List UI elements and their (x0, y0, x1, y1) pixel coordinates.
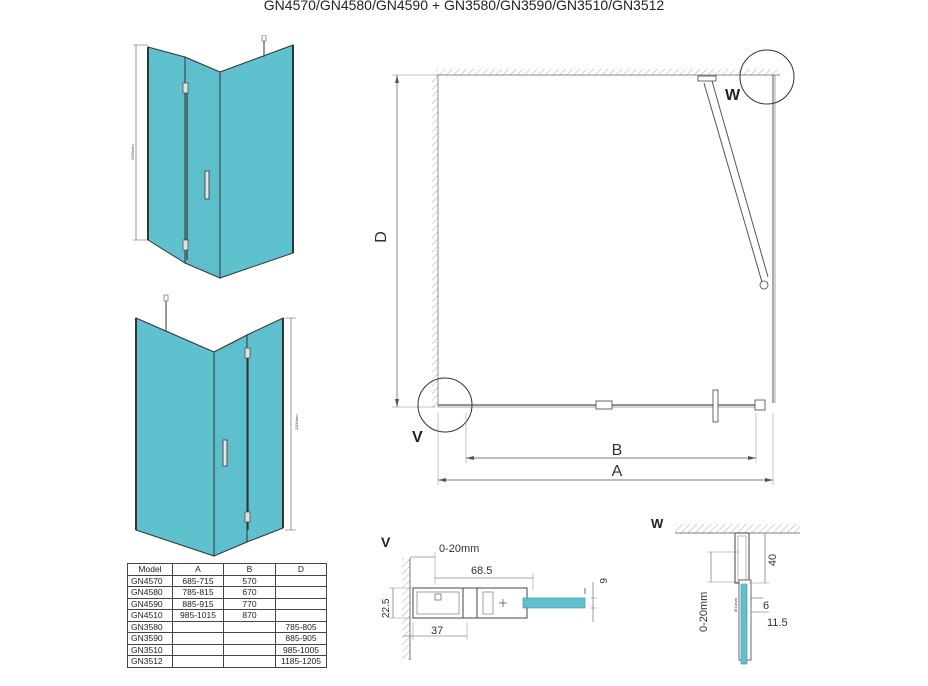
table-cell (275, 609, 327, 622)
table-header: A (172, 563, 224, 576)
table-cell (223, 620, 276, 633)
plan-label-b: B (612, 442, 623, 459)
detail-v-37: 37 (431, 625, 443, 637)
detail-w-6: 6 (763, 600, 769, 612)
detail-v-225: 22.5 (381, 598, 392, 618)
table-cell (172, 655, 224, 668)
table-cell: 1185-1205 (275, 655, 327, 668)
table-cell: 785-805 (275, 620, 327, 633)
table-cell (275, 586, 327, 599)
table-header: B (223, 563, 276, 576)
table-cell: GN4590 (127, 597, 173, 610)
table-cell: 885-915 (172, 597, 224, 610)
table-cell: 870 (223, 609, 276, 622)
perspective-bottom: 2000mm (135, 294, 299, 557)
page-title: GN4570/GN4580/GN4590 + GN3580/GN3590/GN3… (263, 0, 665, 13)
table-row: GN4570 685-715 570 (127, 574, 327, 587)
table-cell (172, 632, 224, 645)
detail-w-small: Ø10mm (733, 597, 738, 612)
table-cell (172, 643, 224, 656)
detail-w-115: 11.5 (767, 617, 788, 629)
table-cell (275, 574, 327, 587)
perspective-top: 2000mm (130, 35, 294, 279)
plan-label-a: A (612, 463, 623, 480)
table-cell: 985-1015 (172, 609, 224, 622)
table-cell (275, 597, 327, 610)
table-cell: GN4580 (127, 586, 173, 599)
table-cell: 785-815 (172, 586, 224, 599)
detail-v-range: 0-20mm (439, 543, 479, 555)
detail-w-title: W (651, 516, 664, 531)
table-row: GN4590 885-915 770 (127, 597, 327, 610)
table-header-row: Model A B D (127, 563, 327, 576)
table-cell: GN3580 (127, 620, 173, 633)
table-row: GN3512 1185-1205 (127, 655, 327, 668)
detail-w-40: 40 (767, 554, 779, 566)
table-cell: GN3590 (127, 632, 173, 645)
table-row: GN4580 785-815 670 (127, 586, 327, 599)
table-cell (172, 620, 224, 633)
detail-v: V 0-20mm 68.5 6 22.5 37 (381, 534, 608, 660)
plan-detail-w: W (725, 87, 741, 104)
plan-view: D W V B A (373, 49, 795, 485)
detail-v-title: V (381, 534, 391, 550)
table-cell: 885-905 (275, 632, 327, 645)
detail-w-range: 0-20mm (698, 592, 710, 632)
detail-v-6: 6 (597, 578, 608, 584)
table-cell: GN4570 (127, 574, 173, 587)
table-cell (223, 655, 276, 668)
table-cell: 685-715 (172, 574, 224, 587)
table-header: D (275, 563, 327, 576)
table-cell: 770 (223, 597, 276, 610)
table-row: GN3590 885-905 (127, 632, 327, 645)
table-cell (223, 643, 276, 656)
spec-table: Model A B D GN4570 685-715 570 GN4580 78… (127, 563, 327, 668)
height-label-bottom: 2000mm (294, 414, 299, 430)
detail-w: W Ø10mm 40 0-20mm 6 11.5 (651, 516, 800, 665)
plan-detail-v: V (412, 429, 423, 446)
height-label-top: 2000mm (130, 144, 135, 160)
table-row: GN4510 985-1015 870 (127, 609, 327, 622)
table-cell (223, 632, 276, 645)
table-header: Model (127, 563, 173, 576)
table-cell: GN3512 (127, 655, 173, 668)
table-row: GN3510 985-1005 (127, 643, 327, 656)
table-cell: 670 (223, 586, 276, 599)
table-cell: 570 (223, 574, 276, 587)
detail-v-685: 68.5 (471, 565, 492, 577)
plan-label-d: D (373, 231, 390, 243)
table-cell: 985-1005 (275, 643, 327, 656)
table-row: GN3580 785-805 (127, 620, 327, 633)
table-cell: GN3510 (127, 643, 173, 656)
table-cell: GN4510 (127, 609, 173, 622)
